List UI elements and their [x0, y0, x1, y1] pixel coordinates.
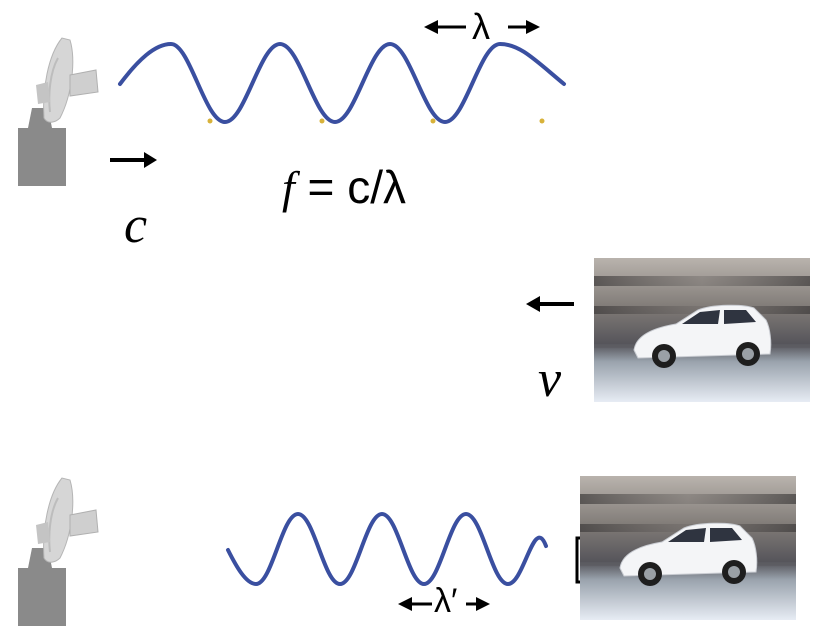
- radar-antenna-icon-bottom: [18, 478, 98, 626]
- lambda-prime-label: λ′: [434, 582, 457, 621]
- car-velocity-label: v: [538, 350, 561, 409]
- arrow-right-icon: [110, 152, 157, 168]
- radar-antenna-icon: [18, 38, 98, 186]
- wave-speed-label: c: [124, 196, 147, 255]
- frequency-formula: f = c/λ: [282, 160, 406, 214]
- lambda-label: λ: [472, 6, 490, 48]
- wave-markers: [208, 119, 545, 124]
- moving-car-photo: [594, 258, 810, 402]
- formula-f: f: [282, 162, 295, 213]
- emitted-wave: [120, 44, 564, 122]
- arrow-left-icon: [526, 296, 574, 312]
- moving-car-photo-bottom: [580, 476, 796, 620]
- reflected-wave: [228, 514, 546, 584]
- formula-rest: = c/λ: [295, 161, 406, 213]
